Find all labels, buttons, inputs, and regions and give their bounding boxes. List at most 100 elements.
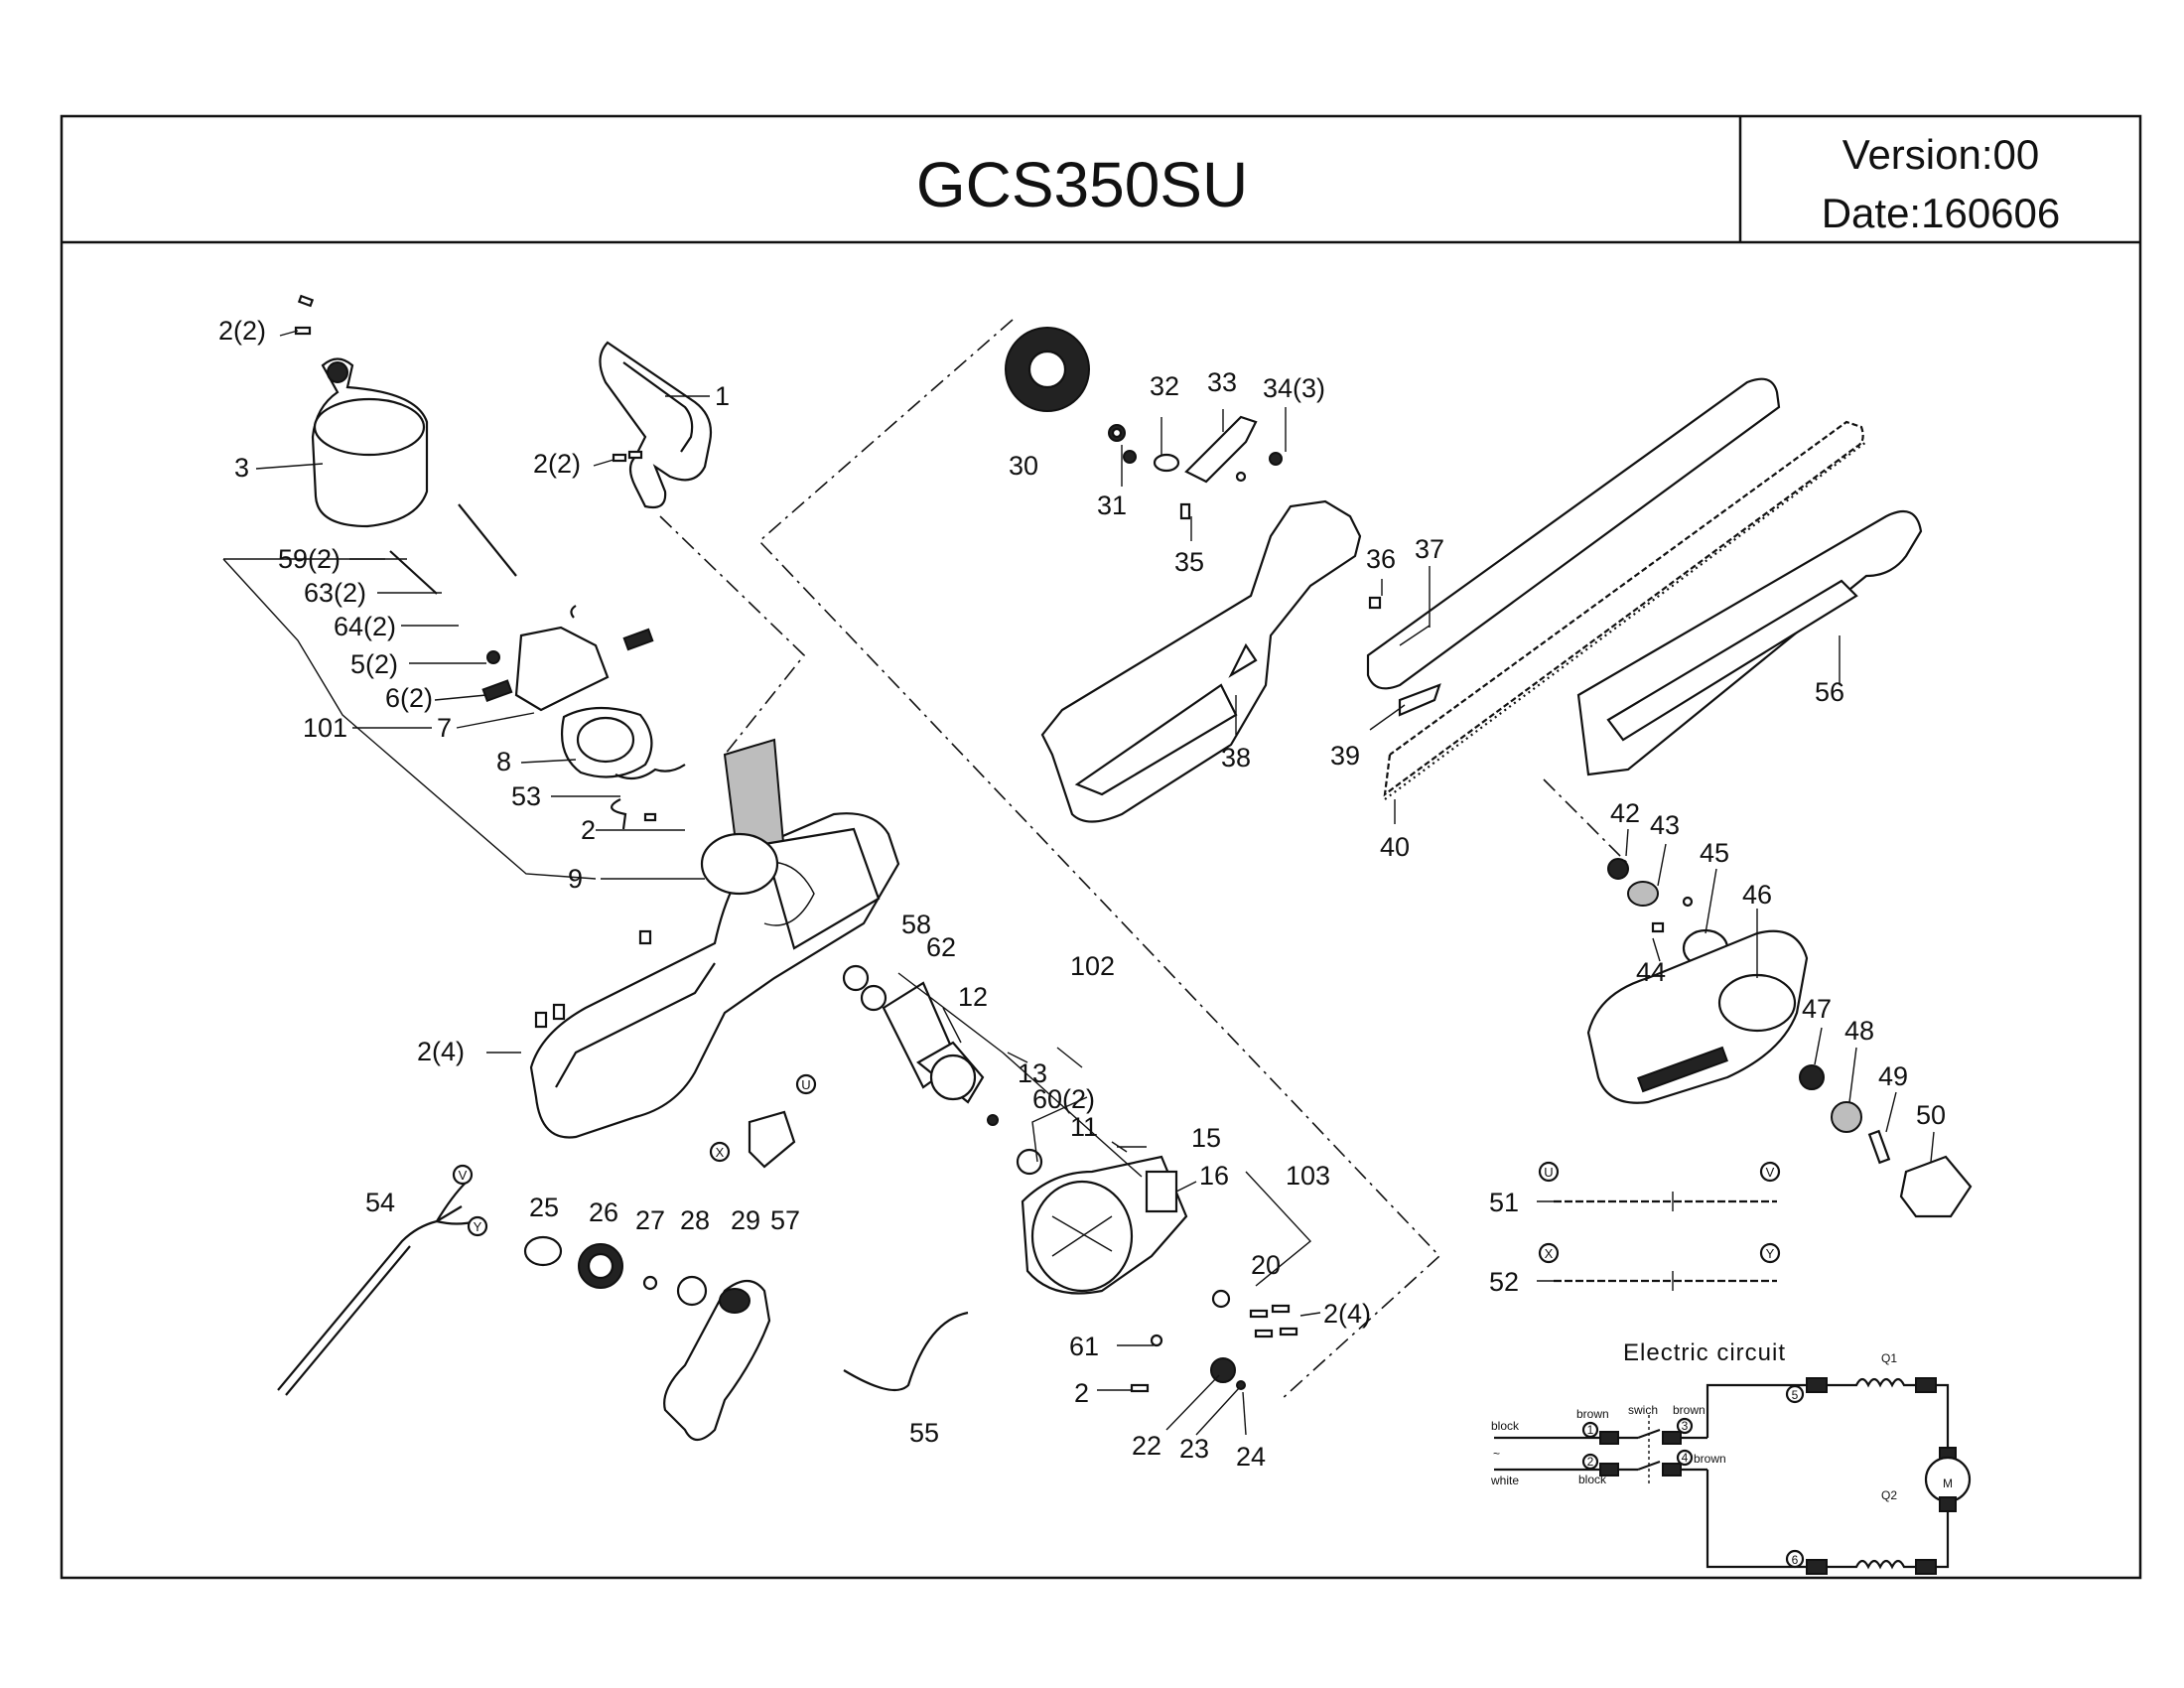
wire-label-brown-bottom: brown [1694,1452,1726,1466]
wire-label-block-top: block [1491,1419,1520,1433]
screws-top-left [294,294,643,595]
node-6: 6 [1792,1553,1799,1567]
parts-51-52-leads [1554,1192,1777,1291]
label-3: 3 [234,453,249,483]
parts-42-50 [1586,858,1973,1218]
title-block: GCS350SU Version:00 Date:160606 [60,114,2142,1580]
label-42: 42 [1610,798,1640,828]
label-60: 60(2) [1032,1084,1095,1114]
label-2-4-right: 2(4) [1323,1299,1371,1329]
label-58: 58 [901,910,931,939]
assembly-line-c [1543,778,1629,865]
terminal-v-51: V [1766,1165,1775,1180]
circuit-q1-label: Q1 [1881,1351,1897,1365]
label-13: 13 [1018,1058,1047,1088]
motor-label: M [1943,1477,1953,1490]
circuit-wire-bottom-left [1706,1470,1807,1569]
part-3-rear-cover [311,357,429,528]
assembly-lines [659,319,1629,1401]
terminal-u-51: U [1544,1165,1553,1180]
label-57: 57 [770,1205,800,1235]
label-30: 30 [1009,451,1038,481]
label-28: 28 [680,1205,710,1235]
node-1: 1 [1587,1423,1594,1437]
label-20: 20 [1251,1250,1281,1280]
label-25: 25 [529,1193,559,1222]
label-63: 63(2) [304,578,366,608]
leader-lines [222,330,1935,1436]
screws-lower-middle [534,812,1298,1393]
trigger-group [523,1235,771,1442]
node-2: 2 [1587,1455,1594,1469]
node-4: 4 [1682,1451,1689,1465]
terminal-x-52: X [1545,1246,1554,1261]
label-2-2-top: 2(2) [218,316,266,346]
part-38-cover [1040,499,1362,823]
part-1-handle [599,341,713,509]
label-103: 103 [1286,1161,1330,1191]
circuit-wire-top-left [1706,1383,1807,1438]
label-2-bottom: 2 [1074,1378,1089,1408]
label-33: 33 [1207,367,1237,397]
label-101: 101 [303,713,347,743]
label-45: 45 [1700,838,1729,868]
part-16-gearbox [1021,1155,1188,1295]
label-6: 6(2) [385,683,433,713]
label-40: 40 [1380,832,1410,862]
terminal-y-52: Y [1766,1246,1775,1261]
label-2-2-mid: 2(2) [533,449,581,479]
terminal-v-cord: V [459,1168,468,1183]
assembly-line-b [757,319,1441,1401]
wire-label-brown-right: brown [1673,1403,1706,1417]
label-52: 52 [1489,1267,1519,1297]
label-34: 34(3) [1263,373,1325,403]
label-9: 9 [568,864,583,894]
part-56-bar-cover [1576,509,1923,776]
label-50: 50 [1916,1100,1946,1130]
coil-q1 [1827,1377,1916,1388]
terminal-y-cord: Y [474,1219,482,1234]
node-3: 3 [1682,1419,1689,1433]
part-53-clips [611,764,686,830]
label-102: 102 [1070,951,1115,981]
parts-31-35 [1108,415,1382,610]
label-27: 27 [635,1205,665,1235]
model-title: GCS350SU [916,149,1248,220]
label-7: 7 [437,713,452,743]
circuit-title: Electric circuit [1623,1339,1786,1366]
label-47: 47 [1802,994,1832,1024]
terminal-markers: U X V Y U V X Y [452,1073,1781,1264]
electric-circuit: Electric circuit Q1 Q2 M 5 6 [1490,1339,1972,1575]
part-12-armature [842,964,1043,1176]
label-37: 37 [1415,534,1444,564]
label-2-mid: 2 [581,815,596,845]
label-2-4-left: 2(4) [417,1037,465,1066]
circuit-q2-label: Q2 [1881,1488,1897,1502]
wire-label-swich: swich [1628,1403,1658,1417]
label-59: 59(2) [278,544,341,574]
label-36: 36 [1366,544,1396,574]
date-label: Date:160606 [1822,190,2061,236]
part-55-wire [843,1311,969,1392]
label-16: 16 [1199,1161,1229,1191]
label-5: 5(2) [350,649,398,679]
label-31: 31 [1097,491,1127,520]
wire-label-brown-top: brown [1576,1407,1609,1421]
part-9-housing [529,738,900,1139]
label-32: 32 [1150,371,1179,401]
label-54: 54 [365,1188,395,1217]
part-57-switch [748,1110,796,1169]
terminal-x-switch: X [716,1145,725,1160]
label-1: 1 [715,381,730,411]
label-51: 51 [1489,1188,1519,1217]
wire-label-block-bottom: block [1578,1473,1607,1486]
part-40-chain [1383,420,1867,800]
label-23: 23 [1179,1434,1209,1464]
label-35: 35 [1174,547,1204,577]
assembly-line-a [659,515,806,756]
outer-frame [60,114,2142,1580]
label-8: 8 [496,747,511,776]
label-22: 22 [1132,1431,1161,1461]
label-64: 64(2) [334,612,396,641]
